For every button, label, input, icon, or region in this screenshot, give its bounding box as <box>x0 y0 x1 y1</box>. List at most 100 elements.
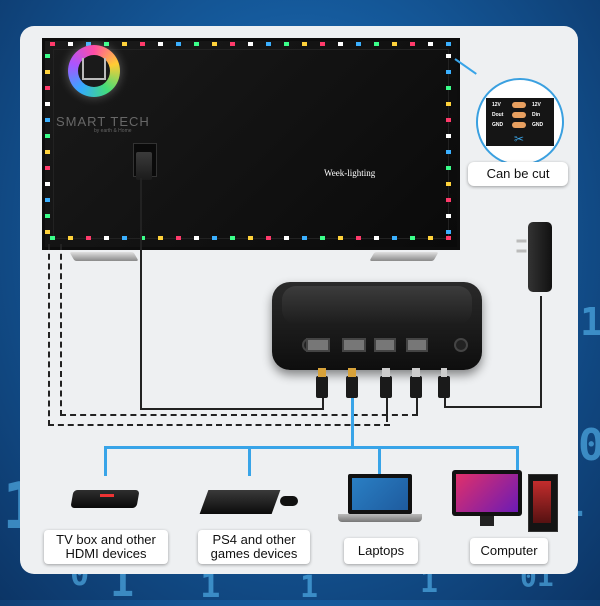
led-dot <box>428 236 433 240</box>
led-dot <box>446 236 451 240</box>
led-dot <box>45 134 50 138</box>
sync-box <box>272 282 482 370</box>
tv-stand-left <box>69 252 139 261</box>
strip-cut-detail: 12V Dout GND 12V Din GND ✂ <box>476 78 564 166</box>
power-cable-run <box>444 406 542 408</box>
led-dot <box>45 118 50 122</box>
led-dot <box>338 236 343 240</box>
ps4-label: PS4 and other games devices <box>198 530 310 564</box>
pin-label: GND <box>532 122 544 128</box>
power-cable <box>540 296 542 408</box>
usb-plug-2 <box>410 368 422 398</box>
strip-usb-cable2 <box>416 392 418 414</box>
dc-port <box>454 338 468 352</box>
brand-subtitle: by earth & Home <box>94 128 132 134</box>
tv-stand-right <box>369 252 439 261</box>
led-dot <box>45 102 50 106</box>
led-dot <box>45 182 50 186</box>
led-dot <box>446 86 451 90</box>
ps4-console-icon <box>196 484 306 524</box>
led-dot <box>374 42 379 46</box>
led-dot <box>248 42 253 46</box>
led-dot <box>266 42 271 46</box>
device-bus <box>104 446 518 449</box>
led-dot <box>284 236 289 240</box>
scissors-icon: ✂ <box>514 132 525 146</box>
led-dot <box>45 214 50 218</box>
led-dot <box>410 42 415 46</box>
strip-signal-cable-2 <box>60 244 62 416</box>
strip-signal-cable <box>48 244 50 426</box>
strip-usb-cable <box>386 392 388 422</box>
pin-label: GND <box>492 122 504 128</box>
led-dot <box>50 236 55 240</box>
led-dot <box>338 42 343 46</box>
pin-label: 12V <box>532 102 541 108</box>
led-dot <box>302 42 307 46</box>
device-drop-1 <box>104 446 107 476</box>
led-dot <box>446 230 451 234</box>
led-dot <box>266 236 271 240</box>
strip-signal-cable-run <box>48 424 390 426</box>
led-dot <box>140 42 145 46</box>
led-dot <box>122 236 127 240</box>
strip-signal-cable-2-run <box>60 414 418 416</box>
led-dot <box>374 236 379 240</box>
hdmi-port-1 <box>306 338 330 352</box>
hdmi-out-cable-run <box>140 408 324 410</box>
usb-port-1 <box>374 338 396 352</box>
led-dot <box>410 236 415 240</box>
led-dot <box>176 42 181 46</box>
laptops-label: Laptops <box>344 538 418 564</box>
brand-name: SMART TECH <box>56 114 150 129</box>
led-dot <box>45 70 50 74</box>
led-dot <box>356 42 361 46</box>
tv-box-icon <box>70 484 140 514</box>
tv-box-label: TV box and other HDMI devices <box>44 530 168 564</box>
led-dot <box>446 70 451 74</box>
pin-label: Dout <box>492 112 504 118</box>
device-drop-4 <box>516 446 519 472</box>
led-dot <box>320 42 325 46</box>
led-dot <box>194 236 199 240</box>
led-dot <box>68 236 73 240</box>
led-dot <box>45 150 50 154</box>
led-dot <box>158 236 163 240</box>
pin-label: 12V <box>492 102 501 108</box>
led-dot <box>104 42 109 46</box>
led-dot <box>45 166 50 170</box>
dc-plug <box>438 368 450 398</box>
led-dot <box>45 86 50 90</box>
led-dot <box>446 166 451 170</box>
usb-plug-1 <box>380 368 392 398</box>
led-dot <box>230 42 235 46</box>
led-dot <box>446 182 451 186</box>
led-dot <box>446 134 451 138</box>
led-dot <box>320 236 325 240</box>
led-dot <box>446 198 451 202</box>
led-dot <box>446 118 451 122</box>
led-dot <box>428 42 433 46</box>
led-dot <box>212 236 217 240</box>
led-dot <box>446 150 451 154</box>
led-dot <box>158 42 163 46</box>
can-be-cut-label: Can be cut <box>468 162 568 186</box>
led-dot <box>86 42 91 46</box>
pin-label: Din <box>532 112 541 118</box>
led-dot <box>302 236 307 240</box>
led-dot <box>446 102 451 106</box>
device-drop-3 <box>378 446 381 474</box>
led-dot <box>86 236 91 240</box>
led-dot <box>50 42 55 46</box>
led-dot <box>176 236 181 240</box>
hdmi-port-2 <box>342 338 366 352</box>
led-dot <box>68 42 73 46</box>
led-dot <box>392 42 397 46</box>
led-dot <box>356 236 361 240</box>
house-icon <box>82 58 106 80</box>
led-dot <box>45 198 50 202</box>
computer-label: Computer <box>470 538 548 564</box>
led-dot <box>104 236 109 240</box>
power-adapter-icon <box>516 222 552 292</box>
screen-text: Week-lighting <box>324 168 376 178</box>
